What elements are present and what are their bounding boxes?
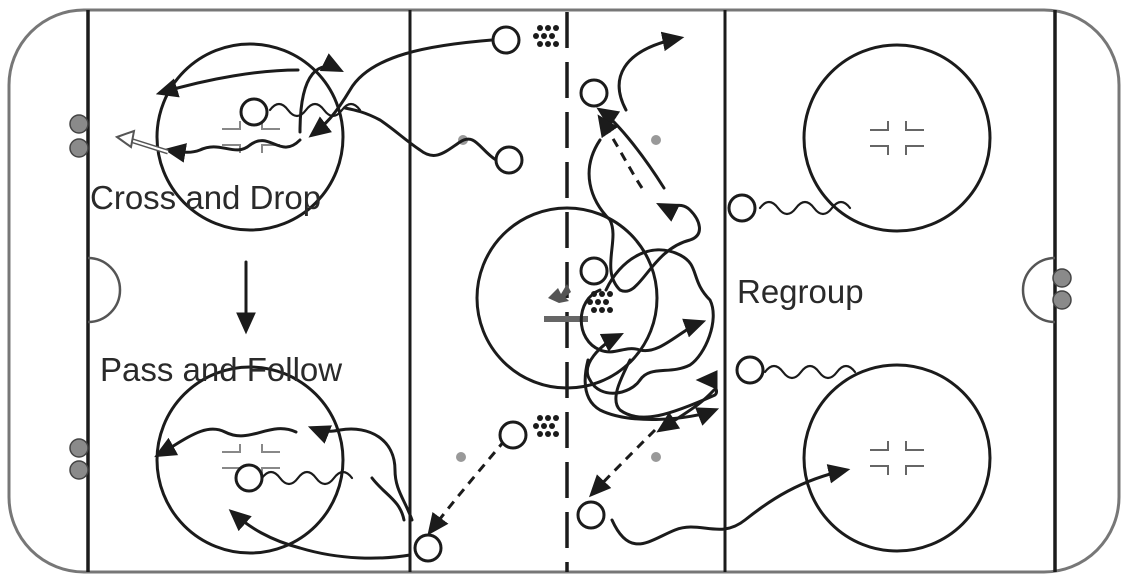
goal-net-left-top bbox=[69, 114, 89, 158]
crease-right bbox=[1021, 256, 1056, 324]
puck-carry-path bbox=[268, 102, 362, 118]
skate-path bbox=[308, 38, 494, 138]
skate-path bbox=[155, 68, 300, 98]
puck-pile-icon bbox=[533, 25, 559, 47]
puck-carry-path bbox=[763, 364, 857, 380]
pass-arrow bbox=[129, 139, 169, 153]
skate-path bbox=[370, 476, 406, 522]
goal-net-right bbox=[1052, 268, 1072, 310]
player-icon bbox=[491, 25, 521, 55]
pass-path bbox=[588, 428, 657, 498]
faceoff-circle-right-top bbox=[802, 43, 992, 233]
puck-carry-path bbox=[260, 470, 354, 486]
player-icon bbox=[498, 420, 528, 450]
pass-path bbox=[597, 114, 644, 189]
player-icon bbox=[727, 193, 757, 223]
skate-path bbox=[343, 106, 498, 162]
label-cross-and-drop: Cross and Drop bbox=[90, 179, 322, 216]
faceoff-circle-left-top bbox=[155, 42, 345, 232]
player-icon bbox=[579, 78, 609, 108]
puck-carry-path bbox=[758, 200, 852, 216]
player-icon bbox=[494, 145, 524, 175]
label-regroup: Regroup bbox=[737, 273, 864, 310]
skate-path bbox=[228, 509, 412, 560]
hash-marks-right-bottom bbox=[870, 441, 924, 475]
skate-path bbox=[585, 248, 715, 395]
faceoff-circle-left-bottom bbox=[155, 365, 345, 555]
center-circle bbox=[475, 206, 659, 390]
goal-net-left-bottom bbox=[69, 438, 89, 480]
hash-marks-left-top bbox=[222, 121, 280, 153]
hash-marks-right-top bbox=[870, 121, 924, 155]
player-icon bbox=[413, 533, 443, 563]
puck-pile-icon bbox=[533, 415, 559, 437]
pass-arrow-head bbox=[114, 129, 136, 149]
faceoff-circle-right-bottom bbox=[802, 363, 992, 553]
skate-path bbox=[596, 107, 666, 190]
skate-path bbox=[656, 388, 716, 433]
label-pass-and-follow: Pass and Follow bbox=[100, 351, 343, 388]
skate-path bbox=[163, 138, 302, 163]
player-icon bbox=[735, 355, 765, 385]
skate-path bbox=[583, 358, 720, 426]
crease-left bbox=[87, 256, 122, 324]
skate-path bbox=[610, 464, 851, 546]
player-icon bbox=[234, 463, 264, 493]
skate-path bbox=[154, 427, 298, 458]
player-icon bbox=[576, 500, 606, 530]
skate-path bbox=[587, 138, 701, 293]
player-icon bbox=[239, 97, 269, 127]
skate-path bbox=[307, 425, 414, 522]
player-icon bbox=[579, 256, 609, 286]
skate-path bbox=[617, 31, 685, 112]
hockey-canada-logo bbox=[544, 284, 588, 322]
